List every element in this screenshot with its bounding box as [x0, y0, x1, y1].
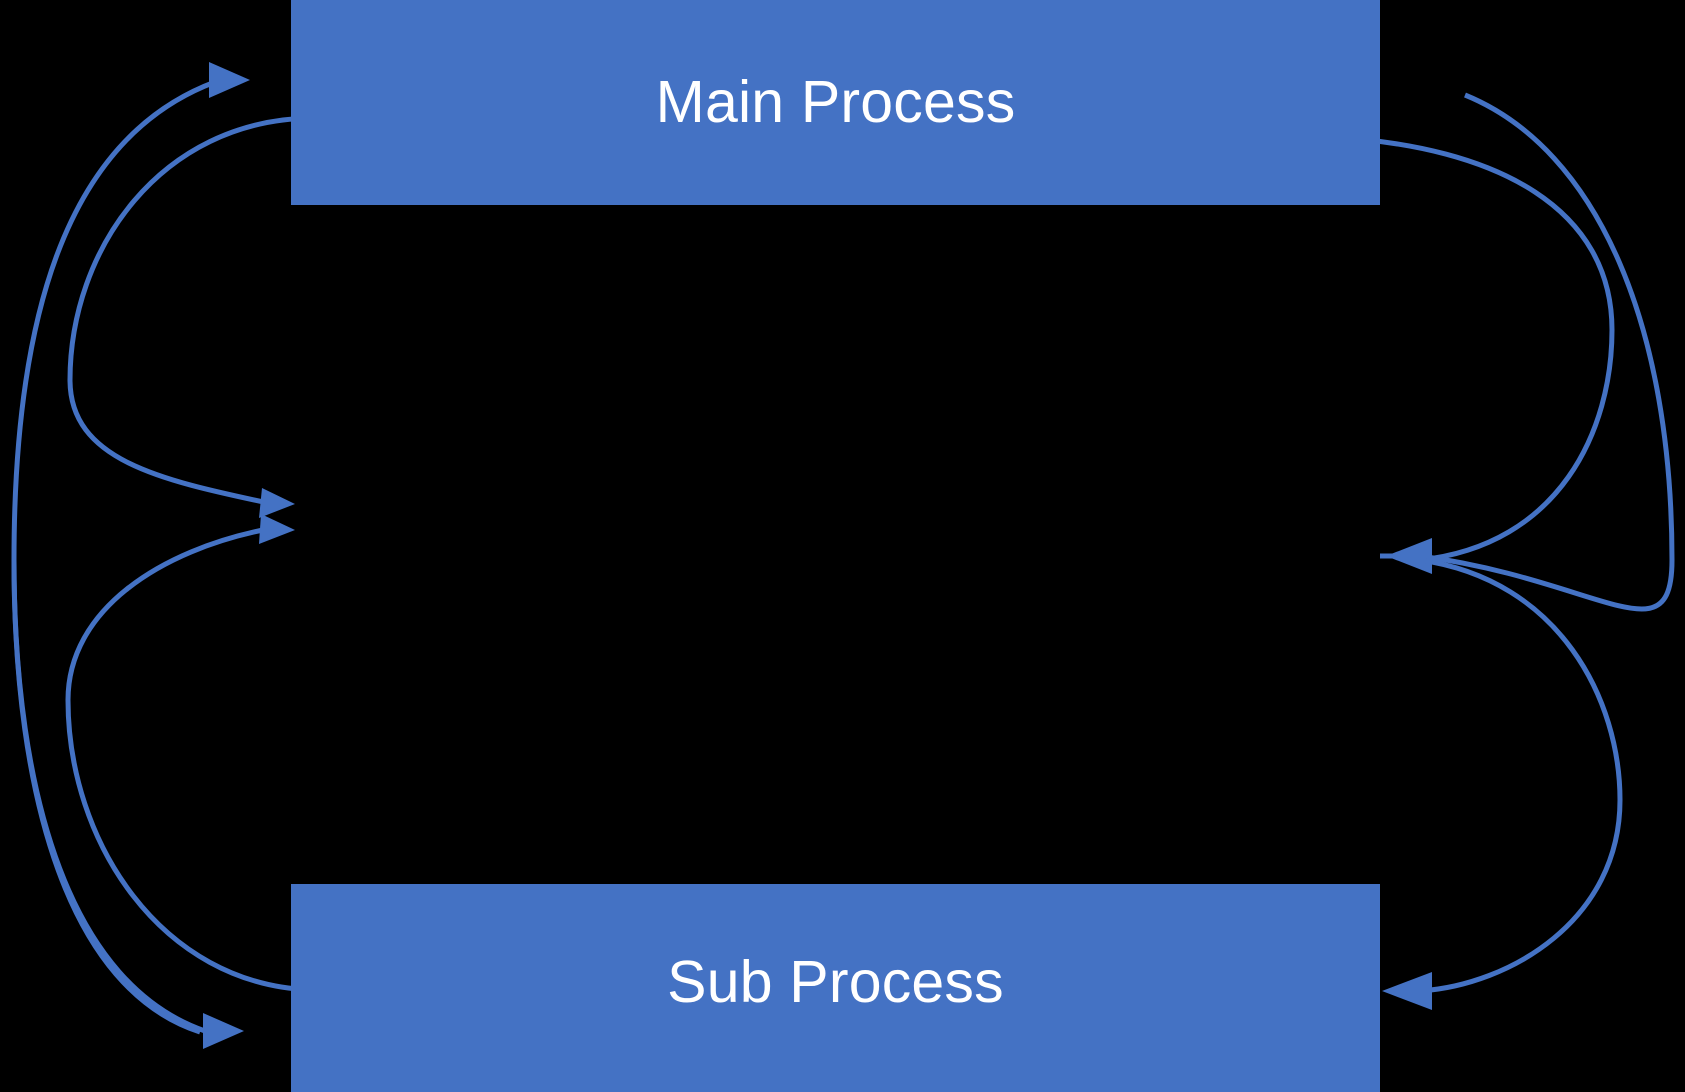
- connector-left-inner-down: [67, 115, 313, 506]
- arrowhead-left-mid-lower: [259, 514, 295, 544]
- arrowhead-right-lower-into-sub: [1382, 972, 1432, 1010]
- connector-left-outer-down: [11, 559, 206, 1034]
- arrowhead-left-mid-upper: [259, 488, 295, 518]
- arrowhead-left-lower-into-sub: [203, 1013, 244, 1049]
- arrowhead-left-upper-into-main: [209, 62, 250, 98]
- node-main-process-label: Main Process: [655, 69, 1016, 135]
- connector-left-outer-up: [11, 79, 216, 1035]
- connector-right-outer-down: [1419, 92, 1675, 612]
- connector-left-inner-up: [65, 526, 313, 993]
- node-main-process[interactable]: Main Process: [291, 0, 1380, 205]
- node-sub-process[interactable]: Sub Process: [291, 884, 1380, 1092]
- connector-right-inner-down: [1419, 557, 1623, 994]
- node-sub-process-label: Sub Process: [667, 948, 1004, 1015]
- arrowhead-right-mid: [1386, 538, 1432, 574]
